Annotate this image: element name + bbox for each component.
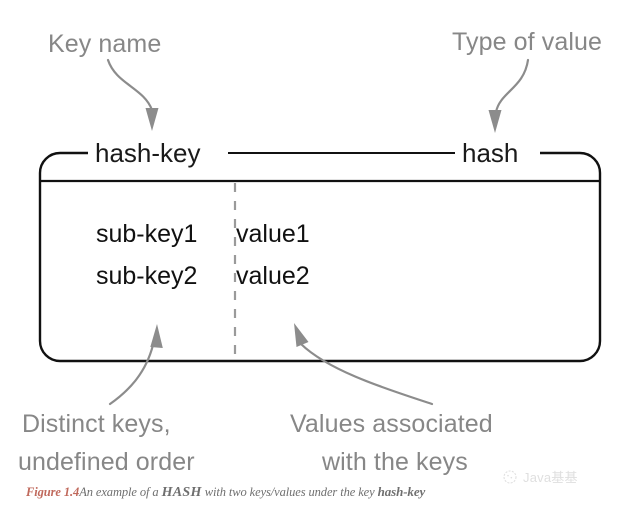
- entry-2-sub-key: sub-key2: [96, 262, 197, 290]
- annotation-values-associated-line1: Values associated: [290, 410, 493, 438]
- watermark: Java基基: [502, 467, 578, 486]
- caption-figure-number: Figure 1.4: [26, 485, 80, 499]
- arrow-distinct-keys-to-box: [108, 324, 163, 406]
- caption-key-word: hash-key: [377, 484, 426, 499]
- caption-text-middle: with two keys/values under the key: [201, 485, 378, 499]
- annotation-distinct-keys-line1: Distinct keys,: [22, 410, 171, 438]
- figure-caption: Figure 1.4An example of a HASH with two …: [26, 484, 425, 501]
- entry-1-sub-key: sub-key1: [96, 220, 197, 248]
- arrow-key-name-to-hash-key: [106, 58, 159, 131]
- box-value-type-label: hash: [462, 138, 518, 168]
- annotation-values-associated-line2: with the keys: [321, 448, 468, 476]
- entry-1-value: value1: [236, 220, 310, 248]
- hash-container-box: [38, 151, 602, 363]
- caption-text-before-hash: An example of a: [79, 485, 162, 499]
- caption-hash-word: HASH: [161, 485, 202, 500]
- arrow-type-of-value-to-hash: [488, 58, 530, 133]
- hash-entry-row-1: sub-key1 value1: [96, 220, 310, 248]
- arrow-values-associated-to-box: [294, 323, 434, 406]
- annotation-distinct-keys-line2: undefined order: [18, 448, 195, 476]
- box-key-name-label: hash-key: [95, 138, 201, 168]
- watermark-label: Java基基: [523, 470, 578, 485]
- annotation-type-of-value: Type of value: [452, 28, 602, 56]
- entry-2-value: value2: [236, 262, 310, 290]
- hash-entry-row-2: sub-key2 value2: [96, 262, 310, 290]
- annotation-key-name: Key name: [48, 30, 161, 58]
- wechat-logo-icon: [503, 469, 517, 484]
